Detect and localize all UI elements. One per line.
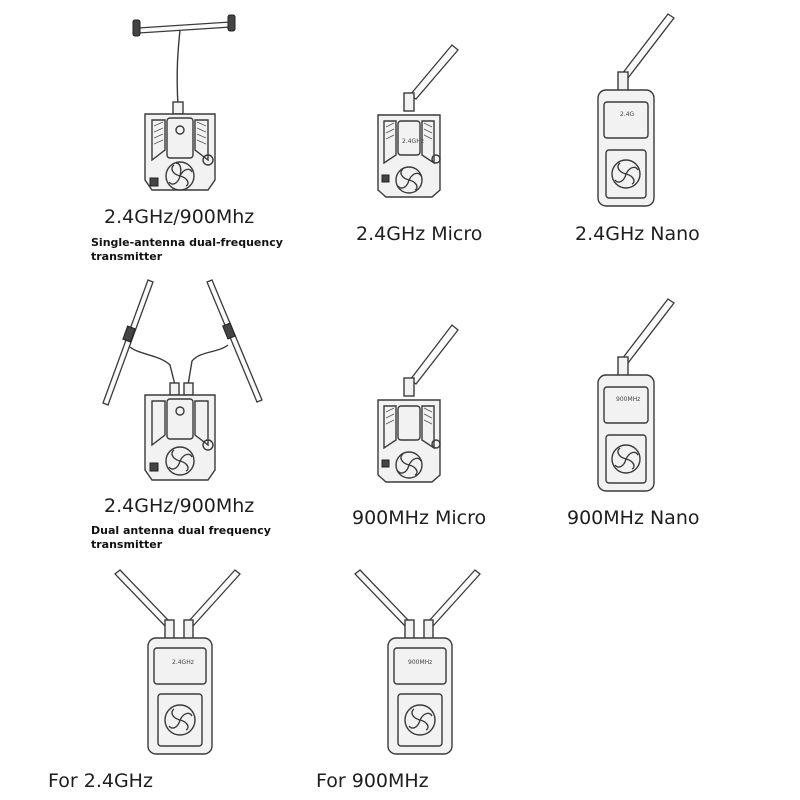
product-label: 2.4GHz Nano [575, 223, 700, 245]
svg-text:2.4GHz: 2.4GHz [402, 138, 424, 145]
product-label: 2.4GHz/900Mhz [104, 206, 255, 228]
product-label: 2.4GHz/900Mhz [104, 495, 255, 517]
product-sublabel-line1: Single-antenna dual-frequency [91, 236, 283, 249]
product-label: For 900MHz [316, 770, 429, 792]
product-sublabel-line2: transmitter [91, 250, 163, 263]
antenna-icon [617, 13, 675, 93]
product-label: 2.4GHz Micro [356, 223, 483, 245]
product-label: 900MHz Nano [567, 507, 700, 529]
dual-antenna-nano-image: 2.4GHz [110, 562, 250, 762]
product-sublabel-line1: Dual antenna dual frequency [91, 524, 271, 537]
antenna-icon [114, 569, 241, 641]
t-antenna-icon [102, 279, 263, 406]
product-label: For 2.4GHz [48, 770, 153, 792]
t-antenna-transmitter-image [100, 10, 270, 200]
nano-transmitter-image: 900MHz [590, 295, 700, 495]
antenna-icon [617, 298, 675, 378]
t-antenna-icon [132, 14, 236, 115]
dual-antenna-nano-image: 900MHz [350, 562, 490, 762]
micro-transmitter-image: 2.4GHz [360, 44, 480, 205]
antenna-icon [403, 324, 459, 397]
band-badge: 2.4GHz [172, 659, 194, 666]
dual-t-antenna-transmitter-image [100, 275, 270, 490]
band-badge: 900MHz [408, 659, 432, 666]
antenna-icon [403, 44, 459, 112]
band-badge: 2.4G [620, 111, 635, 118]
nano-transmitter-image: 2.4G [590, 10, 700, 210]
product-sublabel-line2: transmitter [91, 538, 163, 551]
micro-transmitter-image [360, 324, 480, 490]
band-badge: 900MHz [616, 396, 640, 403]
antenna-icon [354, 569, 481, 641]
product-label: 900MHz Micro [352, 507, 487, 529]
